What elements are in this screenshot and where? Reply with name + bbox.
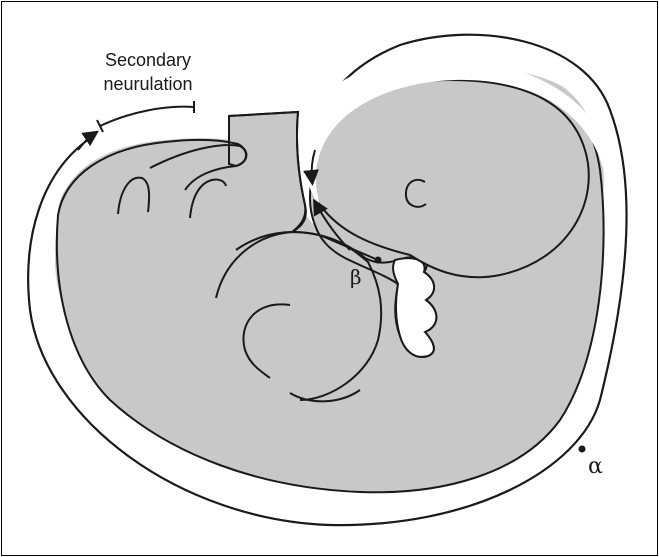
secondary-label: Secondary: [105, 50, 191, 70]
neurulation-label: neurulation: [103, 74, 192, 94]
beta-point: [375, 257, 382, 264]
alpha-label: α: [588, 454, 603, 479]
secondary-neurulation-bracket: [100, 107, 194, 126]
alpha-point: [579, 446, 586, 453]
outer-arrow: [78, 134, 94, 150]
beta-label: β: [350, 265, 362, 289]
